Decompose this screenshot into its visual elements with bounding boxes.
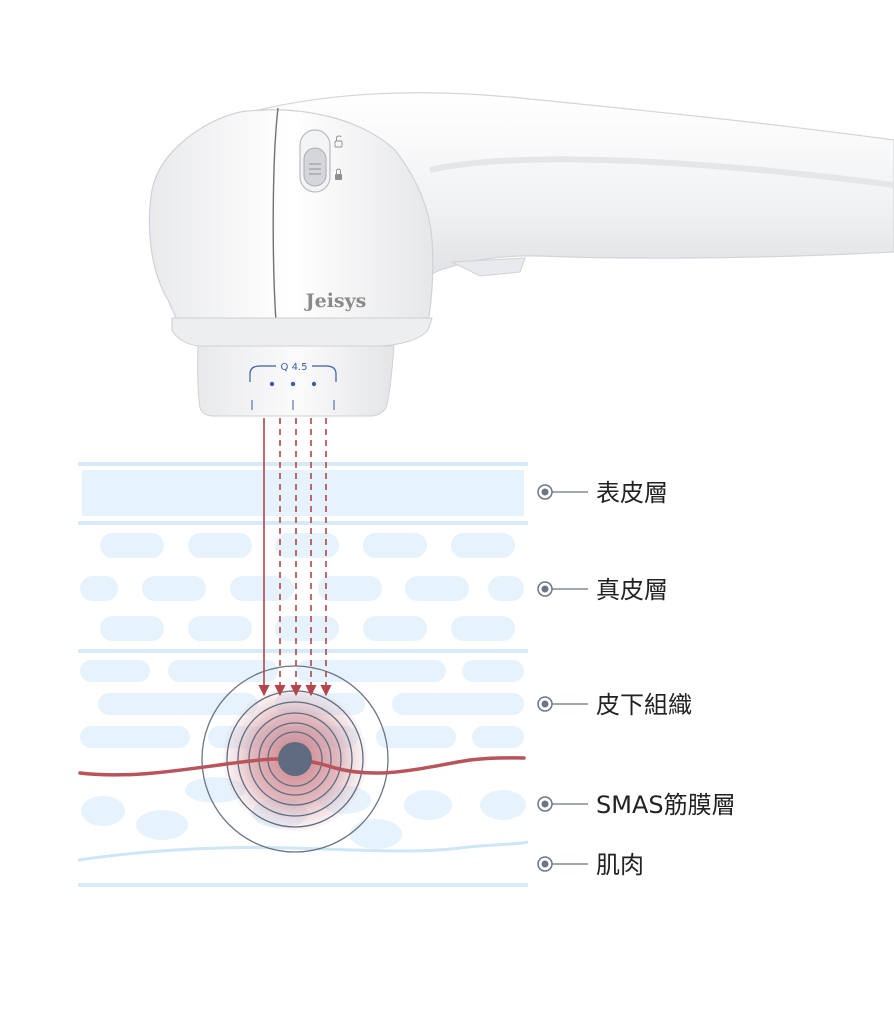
muscle-wave-line <box>77 840 529 862</box>
focal-outer-ring <box>201 665 389 853</box>
focal-ring <box>237 701 353 817</box>
label-epidermis: 表皮層 <box>537 479 668 507</box>
head-seam <box>272 107 279 323</box>
lock-icon <box>335 168 342 180</box>
label-text: 皮下組織 <box>596 691 692 719</box>
label-text: SMAS筋膜層 <box>596 791 736 819</box>
ultrasound-beams <box>258 418 332 697</box>
smas-line <box>78 756 526 777</box>
label-marker-dot <box>541 860 549 868</box>
cartridge <box>197 345 395 417</box>
label-smas: SMAS筋膜層 <box>537 791 736 819</box>
label-marker-dot <box>541 585 549 593</box>
label-marker-dot <box>541 488 549 496</box>
label-text: 表皮層 <box>596 479 668 507</box>
epidermis-band <box>82 470 524 516</box>
lock-slider[interactable] <box>299 129 331 193</box>
hifu-handpiece: Jeisys Q 4.5 <box>148 92 894 417</box>
label-text: 真皮層 <box>596 576 668 604</box>
label-muscle: 肌肉 <box>537 851 644 879</box>
handle-trigger <box>450 257 526 277</box>
handpiece-head <box>148 109 434 323</box>
label-marker-dot <box>541 800 549 808</box>
focal-ring <box>248 712 342 806</box>
dermis-cells <box>80 533 524 641</box>
brand-logo: Jeisys <box>304 290 367 312</box>
head-collar <box>171 317 433 347</box>
cartridge-bracket <box>249 365 337 382</box>
focal-core <box>278 742 312 776</box>
label-subcutaneous: 皮下組織 <box>537 691 692 719</box>
transducer-dot <box>269 381 275 387</box>
transducer-dot <box>290 381 296 387</box>
label-dermis: 真皮層 <box>537 576 668 604</box>
handle-groove <box>429 156 894 188</box>
label-text: 肌肉 <box>596 851 644 879</box>
transducer-dot <box>311 381 317 387</box>
unlock-icon <box>334 135 343 148</box>
cartridge-label: Q 4.5 <box>281 362 308 373</box>
label-marker-dot <box>541 700 549 708</box>
layer-labels: 表皮層 真皮層 皮下組織 SMAS筋膜層 肌肉 <box>537 479 736 879</box>
